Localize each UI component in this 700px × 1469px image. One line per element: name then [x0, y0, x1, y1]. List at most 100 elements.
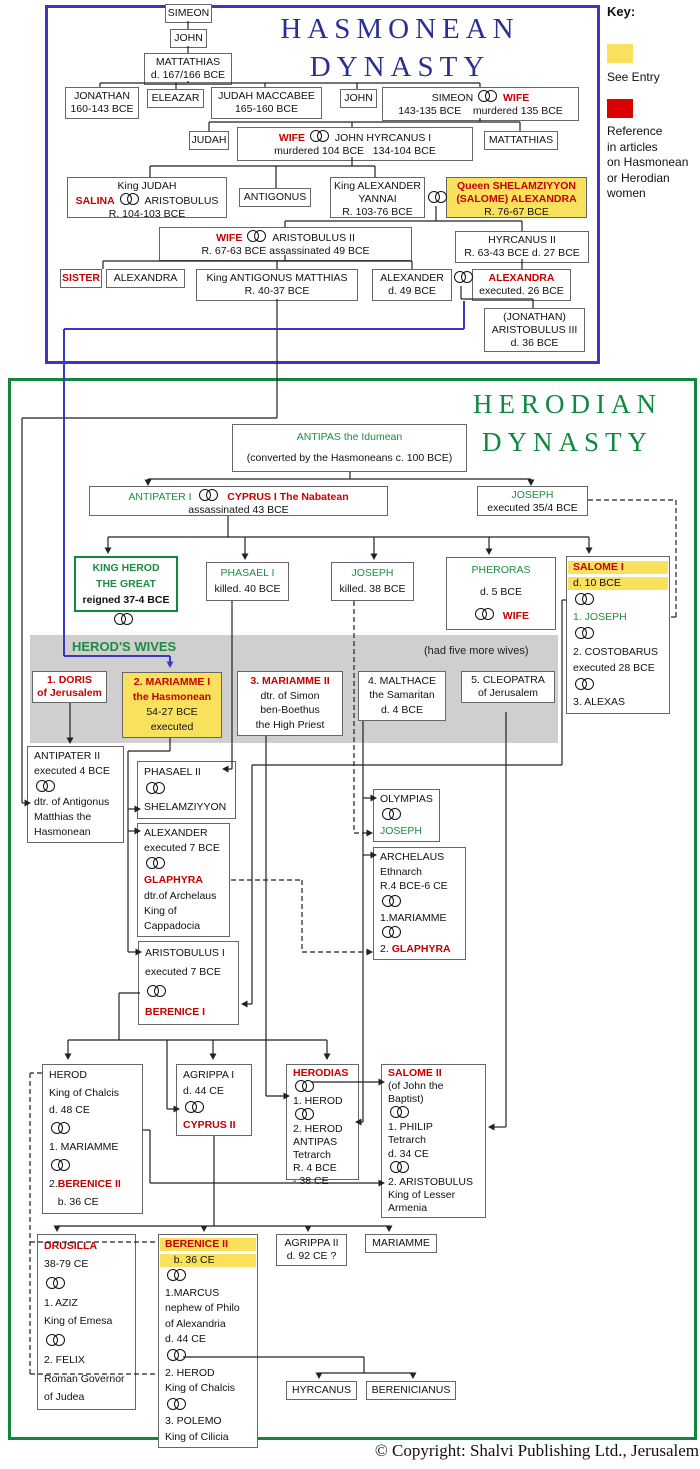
- tree-box-alexandra-1: ALEXANDRA: [106, 269, 185, 288]
- box-text: killed. 40 BCE: [214, 583, 281, 596]
- box-text: ANTIPATER I: [128, 491, 192, 503]
- box-text: executed 7 BCE: [144, 842, 220, 855]
- box-line: executed. 26 BCE: [474, 285, 569, 298]
- box-line: KING HEROD: [77, 562, 175, 575]
- box-line: BERENICE I: [140, 1006, 237, 1019]
- hasmonean-title-line2: DYNASTY: [309, 51, 491, 83]
- box-line: JUDAH: [191, 134, 227, 147]
- box-line: [44, 1158, 141, 1174]
- marriage-rings-icon: [476, 90, 500, 103]
- box-text: R. 67-63 BCE assassinated 49 BCE: [201, 245, 370, 257]
- box-line: 54-27 BCE: [124, 706, 220, 719]
- box-line: HEROD: [44, 1069, 141, 1082]
- box-line: Tetrarch: [383, 1134, 484, 1147]
- rings-herod-wives: [112, 613, 136, 626]
- box-text: DRUSILLA: [44, 1239, 98, 1252]
- box-line: AGRIPPA II: [278, 1237, 345, 1250]
- box-text: 1. DORIS: [47, 674, 92, 686]
- box-text: JONATHAN: [74, 90, 130, 102]
- box-line: (converted by the Hasmoneans c. 100 BCE): [234, 452, 465, 465]
- box-line: 1.MARIAMME: [375, 912, 464, 925]
- box-text: 165-160 BCE: [234, 103, 299, 115]
- box-text: 1.MARIAMME: [380, 911, 447, 924]
- tree-box-simeon-1: SIMEON: [165, 4, 212, 23]
- box-text: King of: [144, 904, 177, 917]
- box-line: Hasmonean: [29, 826, 122, 839]
- box-text: ARISTOBULUS: [141, 195, 219, 207]
- box-line: ben-Boethus: [239, 704, 341, 717]
- box-text: JOSEPH: [351, 566, 394, 579]
- box-line: dtr. of Simon: [239, 690, 341, 703]
- box-line: R. 4 BCE: [288, 1162, 357, 1175]
- box-text: JOHN: [344, 92, 373, 104]
- marriage-rings-icon: [388, 1106, 412, 1119]
- box-line: MATTATHIAS: [486, 134, 556, 147]
- box-line: King JUDAH: [69, 180, 225, 193]
- box-line: assassinated 43 BCE: [91, 504, 386, 517]
- rings-alexander-alexandra: [452, 271, 476, 284]
- box-text: PHASAEL I: [220, 566, 275, 579]
- box-line: [375, 894, 464, 910]
- box-line: the High Priest: [239, 719, 341, 732]
- box-text: 4. MALTHACE: [367, 674, 437, 687]
- box-text: d. 44 CE: [165, 1333, 206, 1346]
- box-line: [568, 627, 668, 642]
- box-text: ALEXANDRA: [488, 272, 555, 284]
- box-text: BERENICIANUS: [371, 1384, 451, 1396]
- copyright-notice: © Copyright: Shalvi Publishing Ltd., Jer…: [374, 1441, 699, 1460]
- box-line: THE GREAT: [77, 578, 175, 591]
- box-line: 1. JOSEPH: [568, 611, 668, 624]
- box-text: WIFE: [216, 232, 243, 244]
- box-text: R. 104-103 BCE: [108, 208, 186, 220]
- tree-box-antigonus-1: ANTIGONUS: [239, 188, 311, 207]
- box-text: nephew of Philo: [165, 1302, 240, 1315]
- box-line: ARISTOBULUS I: [140, 947, 237, 960]
- box-text: assassinated 43 BCE: [188, 504, 289, 516]
- box-text: ARISTOBULUS I: [145, 947, 225, 959]
- box-text: Armenia: [388, 1201, 428, 1214]
- box-line: d. 34 CE: [383, 1148, 484, 1161]
- box-text: b. 36 CE: [49, 1195, 99, 1208]
- box-line: [178, 1100, 250, 1116]
- marriage-rings-icon: [308, 130, 332, 143]
- box-text: King of Emesa: [44, 1315, 113, 1328]
- box-line: 2. HEROD: [288, 1123, 357, 1136]
- box-text: executed 4 BCE: [34, 764, 110, 777]
- box-text: d. 34 CE: [388, 1147, 429, 1160]
- box-line: [160, 1269, 256, 1284]
- box-text: SALINA: [75, 195, 118, 207]
- box-line: (of John the: [383, 1080, 484, 1093]
- box-line: Ethnarch: [375, 866, 464, 879]
- box-text: of Alexandria: [165, 1317, 226, 1330]
- box-line: King ANTIGONUS MATTHIAS: [198, 272, 356, 285]
- box-text: of Jerusalem: [477, 687, 539, 699]
- box-text: MARIAMME: [372, 1237, 430, 1249]
- box-text: WIFE: [500, 92, 530, 104]
- box-text: MATTATHIAS: [155, 56, 221, 68]
- box-line: 2. MARIAMME I: [124, 676, 220, 689]
- box-line: 38-79 CE: [39, 1258, 134, 1271]
- box-line: SALOME II: [383, 1067, 484, 1080]
- box-line: JOHN: [172, 32, 205, 45]
- box-text: JOHN HYRCANUS I: [331, 132, 432, 144]
- box-text: executed 28 BCE: [573, 661, 655, 674]
- tree-box-eleazar: ELEAZAR: [147, 89, 204, 108]
- box-line: [160, 1348, 256, 1364]
- box-text: OLYMPIAS: [380, 793, 433, 805]
- box-line: JONATHAN: [67, 90, 137, 103]
- box-line: King of: [139, 905, 228, 918]
- box-line: d. 167/166 BCE: [146, 69, 230, 82]
- box-line: King of Chalcis: [160, 1382, 256, 1395]
- box-line: R. 63-43 BCE d. 27 BCE: [457, 247, 587, 260]
- box-text: R. 40-37 BCE: [244, 285, 310, 297]
- box-text: 2.: [49, 1178, 58, 1191]
- box-text: ARISTOBULUS II: [269, 232, 355, 244]
